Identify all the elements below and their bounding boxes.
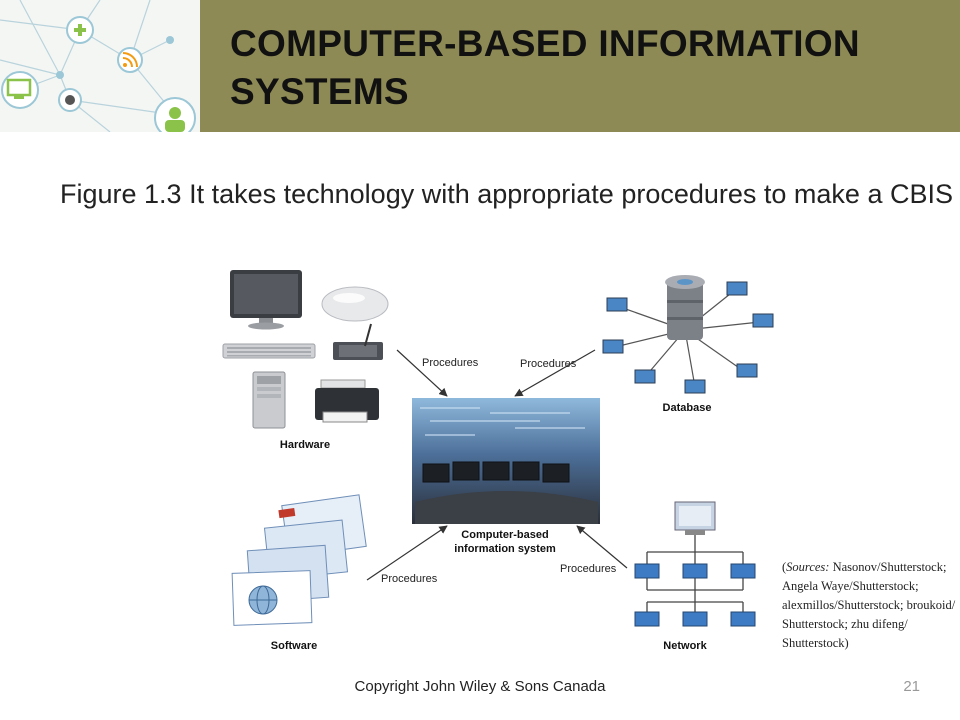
title-bar: COMPUTER-BASED INFORMATION SYSTEMS: [200, 0, 960, 132]
center-label-line1: Computer-based: [461, 529, 548, 541]
copyright-footer: Copyright John Wiley & Sons Canada: [354, 678, 606, 695]
drawing-tablet-icon: [333, 323, 383, 360]
page-number: 21: [903, 678, 920, 695]
cbis-figure-graphic: Hardware: [222, 270, 774, 652]
image-sources: (Sources: Nasonov/Shutterstock; Angela W…: [782, 560, 956, 650]
database-server-icon: [665, 275, 705, 340]
tower-pc-icon: [252, 371, 286, 429]
laptop-icons: [602, 281, 774, 394]
keyboard-icon: [222, 343, 316, 359]
procedure-arrows: [366, 349, 628, 581]
network-decoration-graphic: [0, 0, 196, 132]
network-decoration: [0, 0, 200, 132]
network-root-computer-icon: [674, 501, 716, 535]
record-icon: [65, 95, 75, 105]
monitor-icon: [230, 270, 302, 330]
slide-title: COMPUTER-BASED INFORMATION SYSTEMS: [230, 23, 860, 112]
plus-icon: [74, 24, 86, 36]
globe-icon: [248, 585, 278, 615]
figure-caption: Figure 1.3 It takes technology with appr…: [60, 179, 953, 209]
hardware-illustration: [222, 270, 389, 429]
procedure-label-hardware: Procedures: [422, 357, 479, 369]
network-node-laptops: [634, 563, 756, 627]
sources-prefix: Sources:: [786, 560, 830, 574]
software-label: Software: [271, 640, 317, 652]
procedure-label-database: Procedures: [520, 358, 577, 370]
procedure-label-network: Procedures: [560, 563, 617, 575]
rss-icon: [122, 52, 138, 68]
user-icon: [165, 107, 185, 132]
network-label: Network: [663, 640, 707, 652]
sources-text: Nasonov/Shutterstock; Angela Waye/Shutte…: [782, 560, 956, 650]
printer-icon: [315, 379, 379, 423]
database-illustration: [602, 275, 774, 394]
computer-icon: [6, 78, 32, 99]
center-label-line2: information system: [454, 543, 556, 555]
cbis-figure: Hardware: [215, 262, 775, 662]
procedure-label-software: Procedures: [381, 573, 438, 585]
control-room-illustration: [412, 398, 600, 524]
hardware-label: Hardware: [280, 439, 330, 451]
network-illustration: [634, 501, 756, 627]
database-label: Database: [663, 402, 712, 414]
software-illustration: [231, 494, 367, 626]
mouse-icon: [321, 286, 389, 322]
